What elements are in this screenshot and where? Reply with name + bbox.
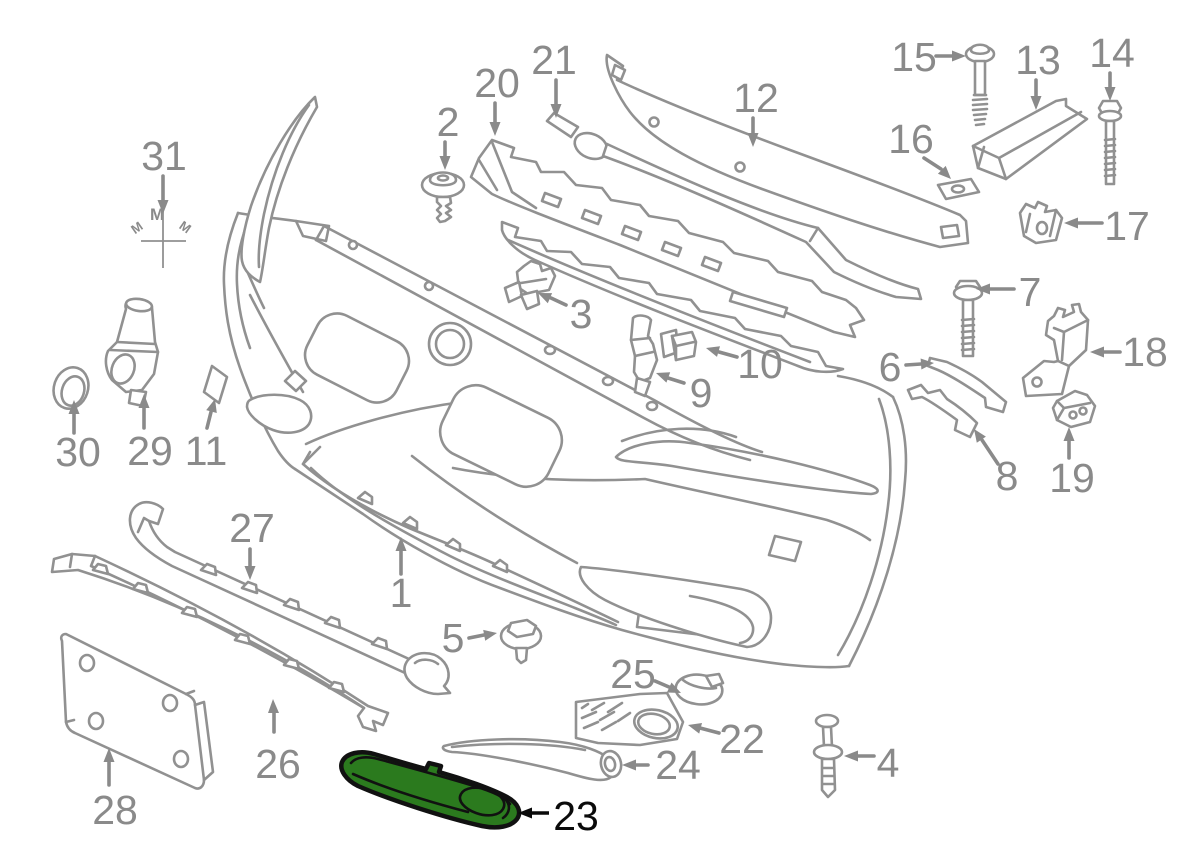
svg-text:31: 31 <box>141 133 187 179</box>
svg-text:25: 25 <box>610 651 656 697</box>
svg-text:23: 23 <box>553 793 599 839</box>
svg-text:22: 22 <box>719 716 765 762</box>
svg-text:12: 12 <box>733 75 779 121</box>
svg-text:28: 28 <box>92 787 138 833</box>
svg-text:24: 24 <box>655 742 701 788</box>
svg-text:3: 3 <box>570 291 593 337</box>
svg-text:8: 8 <box>996 453 1019 499</box>
svg-text:10: 10 <box>737 341 783 387</box>
svg-text:26: 26 <box>255 741 301 787</box>
svg-text:11: 11 <box>185 428 228 474</box>
svg-text:14: 14 <box>1089 30 1135 76</box>
svg-text:16: 16 <box>888 116 934 162</box>
svg-text:20: 20 <box>474 60 520 106</box>
svg-text:1: 1 <box>390 570 413 616</box>
svg-text:M: M <box>150 205 164 224</box>
svg-text:29: 29 <box>127 428 173 474</box>
svg-text:5: 5 <box>442 615 465 661</box>
svg-text:6: 6 <box>879 344 902 390</box>
svg-text:17: 17 <box>1104 203 1150 249</box>
svg-text:21: 21 <box>531 37 577 83</box>
svg-text:9: 9 <box>690 370 713 416</box>
svg-text:4: 4 <box>877 740 900 786</box>
svg-text:2: 2 <box>437 99 460 145</box>
svg-text:15: 15 <box>891 34 937 80</box>
svg-text:30: 30 <box>55 429 101 475</box>
svg-text:27: 27 <box>229 505 275 551</box>
svg-text:7: 7 <box>1019 269 1042 315</box>
svg-text:19: 19 <box>1049 455 1095 501</box>
svg-text:18: 18 <box>1122 329 1168 375</box>
svg-text:13: 13 <box>1015 37 1061 83</box>
